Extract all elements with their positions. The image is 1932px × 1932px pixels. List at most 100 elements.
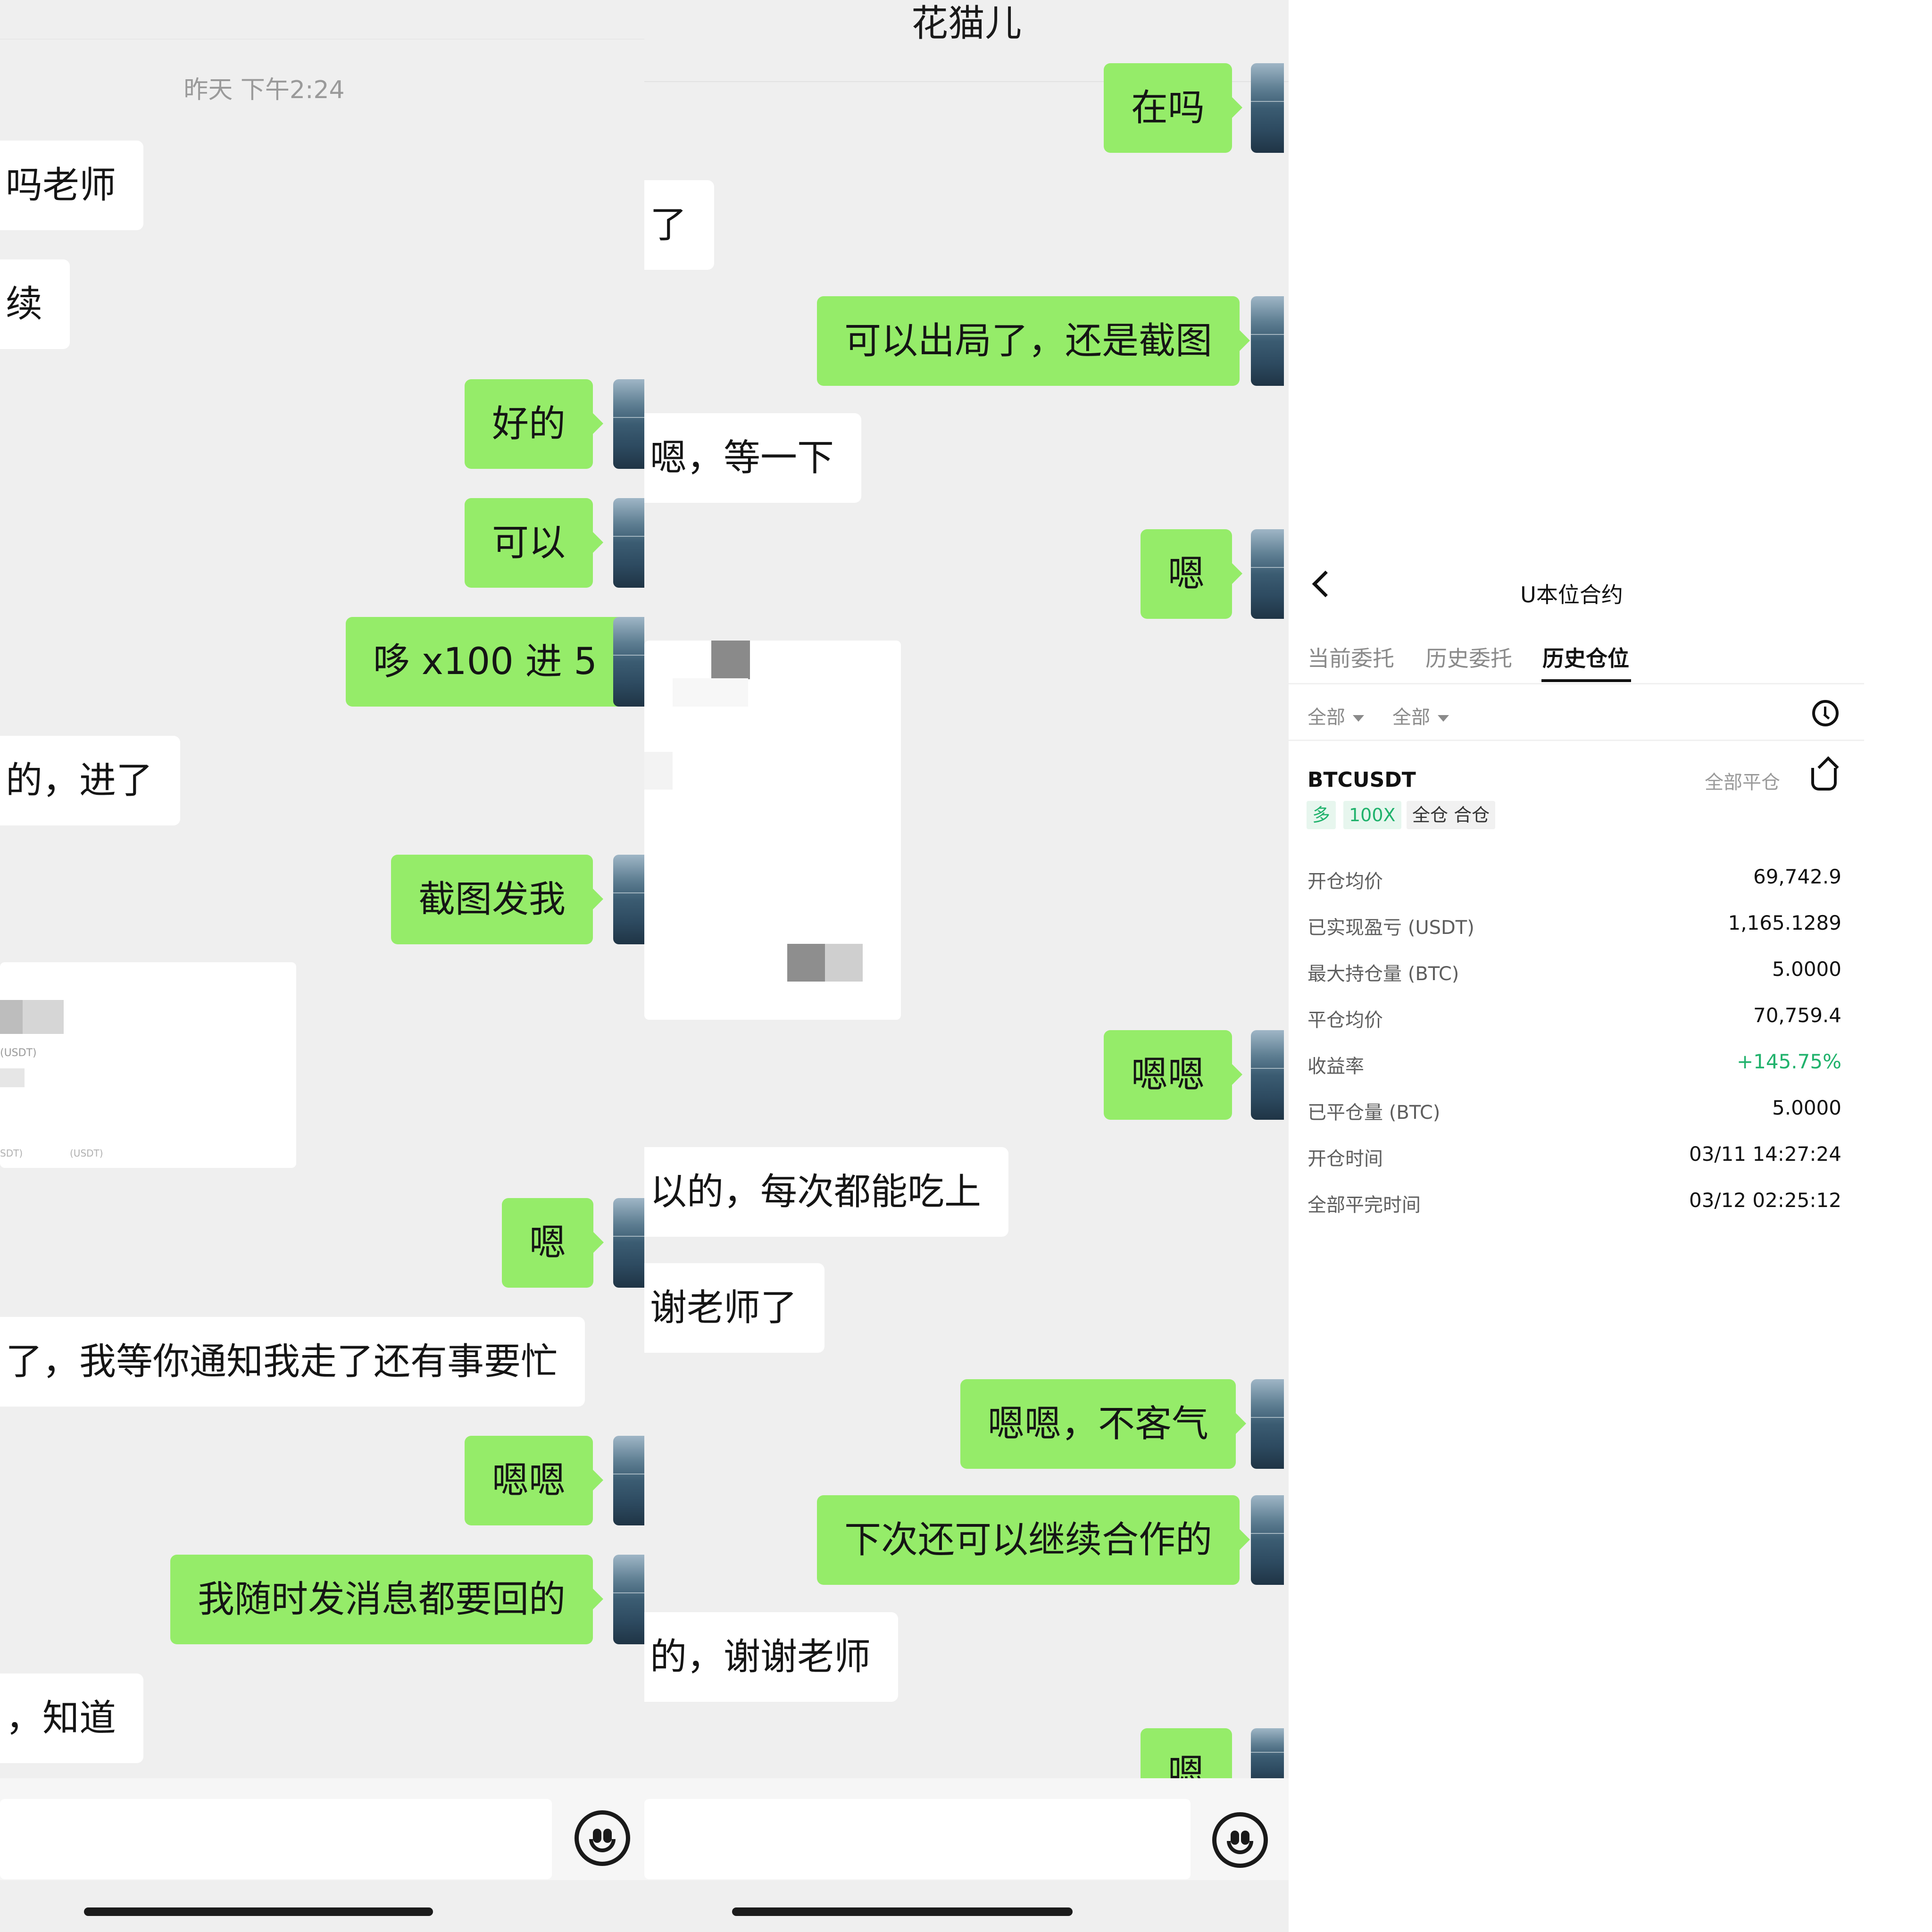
- message-bubble-received[interactable]: 了，我等你通知我走了还有事要忙: [0, 1317, 585, 1407]
- blurred-block: [711, 641, 750, 679]
- message-bubble-sent[interactable]: 嗯: [502, 1198, 604, 1288]
- avatar[interactable]: [613, 855, 644, 944]
- avatar[interactable]: [1251, 296, 1284, 386]
- home-indicator: [84, 1907, 433, 1916]
- message-bubble-sent[interactable]: 嗯嗯: [1104, 1030, 1243, 1120]
- emoji-mouth: [589, 1839, 616, 1852]
- blurred-block: [825, 944, 863, 982]
- avatar[interactable]: [1251, 1379, 1284, 1469]
- row-label: 开仓时间: [1307, 1148, 1383, 1170]
- message-bubble-received[interactable]: 了: [644, 180, 715, 270]
- margin-mode-tag: 全仓 合仓: [1407, 801, 1496, 829]
- avatar[interactable]: [613, 379, 644, 469]
- clock-icon[interactable]: [1812, 700, 1839, 726]
- message-bubble-received[interactable]: 谢老师了: [644, 1263, 825, 1353]
- avatar[interactable]: [613, 1198, 644, 1288]
- emoji-icon[interactable]: [575, 1810, 630, 1866]
- message-timestamp: 昨天 下午2:24: [183, 76, 345, 104]
- message-bubble-received[interactable]: 续: [0, 259, 70, 349]
- active-tab-indicator: [1541, 679, 1631, 682]
- message-bubble-sent[interactable]: 嗯: [1141, 1728, 1232, 1785]
- caret-down-icon: [1353, 715, 1364, 722]
- message-bubble-received[interactable]: 的，进了: [0, 736, 181, 825]
- chat-title: 花猫儿: [911, 2, 1022, 45]
- message-bubble-sent[interactable]: 可以出局了，还是截图: [817, 296, 1250, 386]
- blurred-block: [0, 1000, 23, 1034]
- row-label: 全部平完时间: [1307, 1194, 1421, 1216]
- message-bubble-received[interactable]: 以的，每次都能吃上: [644, 1147, 1009, 1237]
- avatar[interactable]: [613, 1555, 644, 1644]
- caret-down-icon: [1438, 715, 1449, 722]
- message-bubble-received[interactable]: 吗老师: [0, 141, 144, 230]
- message-input[interactable]: [0, 1799, 552, 1879]
- emoji-icon[interactable]: [1212, 1812, 1268, 1868]
- trade-panel: [1289, 0, 1932, 1932]
- tab-current-orders[interactable]: 当前委托: [1307, 646, 1394, 671]
- filter-divider: [1289, 740, 1864, 741]
- leverage-tag: 100X: [1343, 801, 1401, 829]
- middle-chat-panel: 花猫儿 在吗 了 可以出局了，还是截图 嗯，等一下 嗯 嗯嗯 以的，每次都能吃上…: [644, 0, 1289, 1932]
- nav-title: U本位合约: [1520, 582, 1623, 608]
- blurred-block: [644, 752, 673, 790]
- row-label: 最大持仓量 (BTC): [1307, 963, 1459, 985]
- row-value: 5.0000: [1772, 958, 1841, 981]
- message-bubble-received[interactable]: 嗯，等一下: [644, 413, 862, 503]
- tab-position-history[interactable]: 历史仓位: [1542, 646, 1629, 671]
- row-label: 平仓均价: [1307, 1009, 1383, 1031]
- blurred-block: [0, 1068, 25, 1087]
- header-divider: [644, 81, 1289, 82]
- row-label: 已实现盈亏 (USDT): [1307, 917, 1474, 939]
- input-bar: [0, 1778, 644, 1880]
- row-value: 69,742.9: [1753, 865, 1841, 888]
- left-chat-panel: 昨天 下午2:24 吗老师 续 好的 可以 哆 x100 进 5 的，进了 截图…: [0, 0, 644, 1932]
- row-value: 03/12 02:25:12: [1689, 1189, 1841, 1212]
- avatar[interactable]: [1251, 63, 1284, 153]
- row-label: 收益率: [1307, 1056, 1364, 1077]
- row-label: 开仓均价: [1307, 871, 1383, 892]
- filter-dropdown-2[interactable]: 全部: [1392, 702, 1449, 729]
- message-bubble-sent[interactable]: 截图发我: [391, 855, 604, 944]
- message-bubble-sent[interactable]: 嗯嗯: [465, 1436, 604, 1525]
- direction-tag: 多: [1307, 801, 1336, 829]
- message-bubble-sent[interactable]: 下次还可以继续合作的: [817, 1495, 1250, 1585]
- row-value: 1,165.1289: [1728, 911, 1841, 934]
- row-value: 03/11 14:27:24: [1689, 1142, 1841, 1166]
- input-bar: [644, 1778, 1289, 1880]
- image-text-snippet: SDT): [0, 1148, 23, 1159]
- home-indicator: [732, 1907, 1073, 1916]
- message-bubble-received[interactable]: ，知道: [0, 1674, 144, 1763]
- header-divider: [0, 39, 644, 40]
- image-message[interactable]: [644, 641, 901, 1020]
- avatar[interactable]: [613, 1436, 644, 1525]
- symbol-name: BTCUSDT: [1307, 768, 1416, 792]
- message-bubble-sent[interactable]: 好的: [465, 379, 604, 469]
- row-value: 70,759.4: [1753, 1004, 1841, 1027]
- image-text-snippet: (USDT): [70, 1148, 103, 1159]
- message-input[interactable]: [644, 1799, 1191, 1879]
- blurred-block: [787, 944, 825, 982]
- avatar[interactable]: [1251, 1030, 1284, 1120]
- message-bubble-sent[interactable]: 嗯嗯，不客气: [960, 1379, 1247, 1469]
- filter-dropdown-1[interactable]: 全部: [1307, 702, 1364, 729]
- image-message[interactable]: (USDT) SDT) (USDT): [0, 962, 296, 1168]
- share-icon[interactable]: [1811, 768, 1837, 791]
- blurred-block: [673, 678, 748, 707]
- message-bubble-sent[interactable]: 嗯: [1141, 529, 1243, 619]
- emoji-mouth: [1227, 1841, 1253, 1854]
- message-bubble-sent[interactable]: 我随时发消息都要回的: [170, 1555, 604, 1644]
- row-label: 已平仓量 (BTC): [1307, 1102, 1441, 1124]
- row-value-positive: +145.75%: [1736, 1050, 1841, 1073]
- tab-divider: [1289, 683, 1864, 684]
- image-text-snippet: (USDT): [0, 1047, 37, 1059]
- close-all-button[interactable]: 全部平仓: [1705, 772, 1780, 793]
- message-bubble-sent[interactable]: 哆 x100 进 5: [346, 617, 635, 707]
- tab-order-history[interactable]: 历史委托: [1425, 646, 1512, 671]
- avatar[interactable]: [613, 498, 644, 588]
- avatar[interactable]: [1251, 529, 1284, 619]
- message-bubble-sent[interactable]: 在吗: [1104, 63, 1243, 153]
- message-bubble-sent[interactable]: 可以: [465, 498, 604, 588]
- avatar[interactable]: [1251, 1495, 1284, 1585]
- message-bubble-received[interactable]: 的，谢谢老师: [644, 1612, 899, 1702]
- avatar[interactable]: [1251, 1728, 1284, 1785]
- avatar[interactable]: [613, 617, 644, 707]
